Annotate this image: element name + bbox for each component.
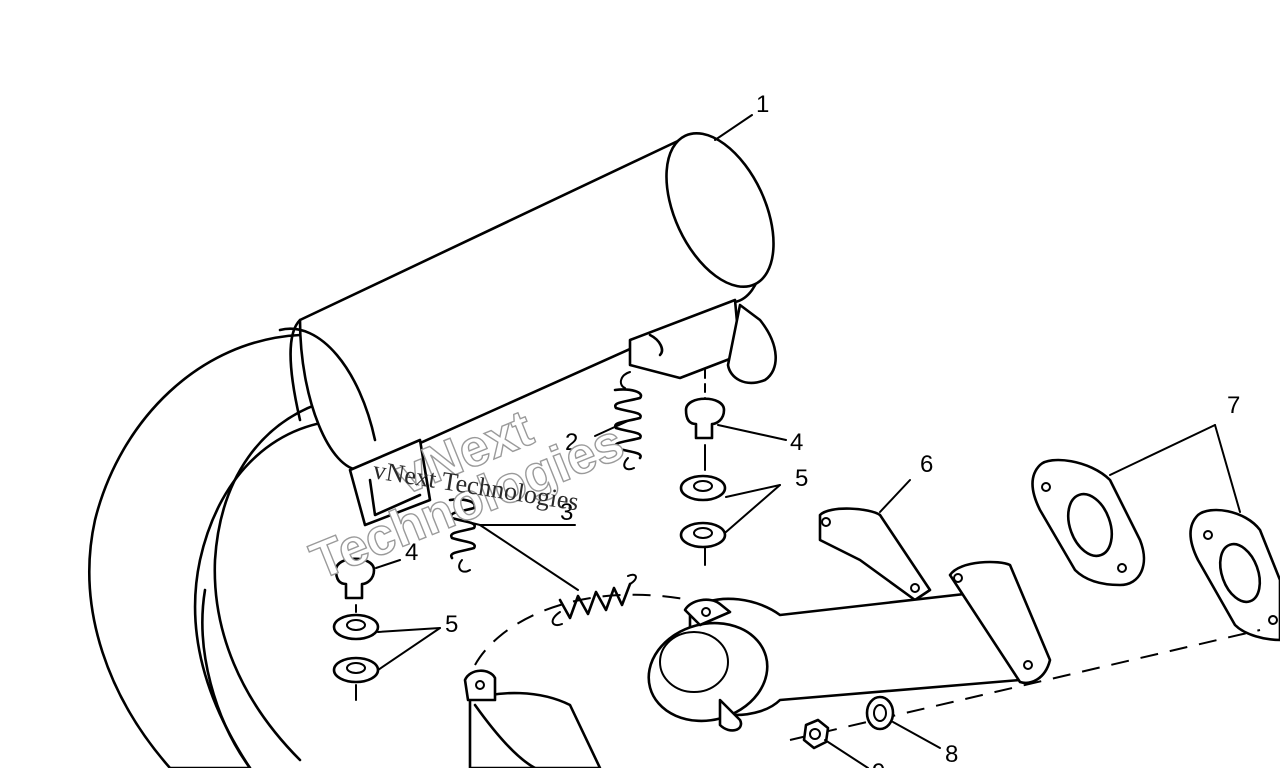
gasket-left xyxy=(1031,458,1146,587)
callout-4-upper: 4 xyxy=(790,429,803,456)
callout-6: 6 xyxy=(920,451,933,478)
gasket-right xyxy=(1189,508,1280,642)
callout-5-lower: 5 xyxy=(445,611,458,638)
nut-9 xyxy=(802,718,830,750)
callout-8: 8 xyxy=(945,741,958,768)
callout-5-upper: 5 xyxy=(795,465,808,492)
spring-upper xyxy=(613,371,643,471)
callout-3: 3 xyxy=(560,499,573,526)
muffler xyxy=(278,131,777,527)
exhaust-manifold xyxy=(463,507,1052,732)
alignment-dashed-line xyxy=(789,629,1261,741)
callout-1: 1 xyxy=(756,91,769,118)
bolt-stack-right xyxy=(679,369,727,566)
leader-lines xyxy=(375,114,1241,768)
spring-diagonal xyxy=(551,573,637,626)
nut-8 xyxy=(865,695,895,731)
callout-2: 2 xyxy=(565,429,578,456)
spring-lower-left xyxy=(448,498,477,573)
callout-7: 7 xyxy=(1227,392,1240,419)
bolt-stack-left xyxy=(332,557,380,701)
callout-4-lower: 4 xyxy=(405,539,418,566)
callout-9: 9 xyxy=(872,759,885,768)
alignment-dashed-curve xyxy=(474,593,691,666)
